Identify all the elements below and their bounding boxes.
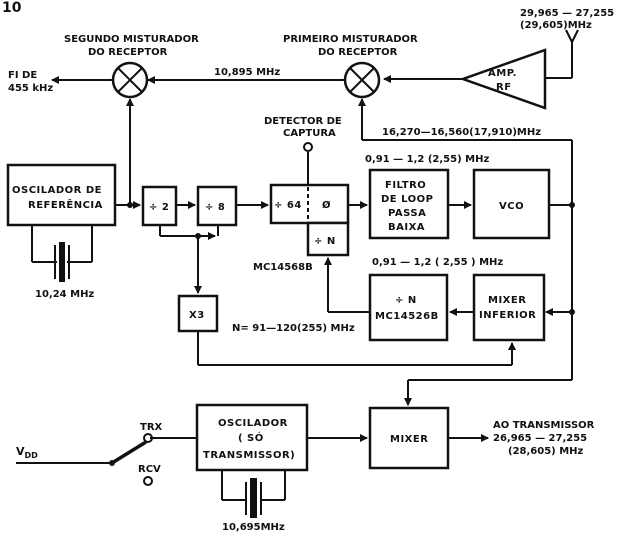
rf-amplifier: AMP. RF — [459, 48, 547, 110]
trx-label: TRX — [140, 422, 163, 433]
lo-frequency-range: 16,270—16,560(17,910)MHz — [382, 127, 541, 138]
first-mixer-title: PRIMEIRO MISTURADOR — [283, 34, 418, 45]
transmitter-output-frequency-alt: (28,605) MHz — [508, 446, 584, 457]
transmitter-output-label: AO TRANSMISSOR — [493, 420, 595, 431]
vco — [472, 168, 551, 240]
vdd-label: VDD — [16, 445, 38, 460]
if-output-label: FI DE — [8, 70, 37, 81]
second-mixer-subtitle: DO RECEPTOR — [88, 47, 168, 58]
crystal-1-icon — [31, 225, 93, 282]
capture-detector-label-2: CAPTURA — [283, 128, 336, 139]
transmitter-output-frequency: 26,965 — 27,255 — [493, 433, 587, 444]
loop-filter-label-1: FILTRO — [385, 180, 426, 191]
capture-detector-terminal — [303, 142, 313, 152]
chip-divider-n-label: ÷ N — [314, 236, 336, 247]
transmit-mixer-label: MIXER — [390, 434, 428, 445]
loop-filter-label-2: DE LOOP — [381, 194, 433, 205]
trx-terminal — [143, 433, 153, 443]
rf-amplifier-label: AMP. — [488, 68, 517, 79]
mode-switch-lever — [111, 440, 147, 465]
rf-amplifier-label-2: RF — [496, 82, 512, 93]
capture-detector-label: DETECTOR DE — [264, 116, 342, 127]
if-output-frequency: 455 kHz — [8, 83, 53, 94]
divider-n — [368, 273, 449, 342]
loop-filter-label-4: BAIXA — [388, 222, 425, 233]
vdd-subscript: DD — [25, 451, 39, 460]
transmit-oscillator-label-3: TRANSMISSOR) — [203, 450, 295, 461]
mc14568b-chip — [269, 183, 350, 257]
loop-filter-label-3: PASSA — [388, 208, 426, 219]
rcv-label: RCV — [138, 464, 161, 475]
page-number: 10 — [2, 0, 22, 16]
antenna-frequency-alt: (29,605)MHz — [520, 20, 592, 31]
divider-2-label: ÷ 2 — [149, 202, 169, 213]
divider-64-label: ÷ 64 — [274, 200, 302, 211]
if-frequency: 10,895 MHz — [214, 67, 280, 78]
transmit-oscillator-label-2: ( SÓ — [238, 431, 264, 444]
divider-2 — [141, 185, 178, 227]
lower-mixer-label: MIXER — [488, 295, 526, 306]
chip-1-part-number: MC14568B — [253, 262, 313, 273]
lower-mixer-label-2: INFERIOR — [479, 310, 536, 321]
antenna-icon — [565, 29, 579, 78]
n-range: N= 91—120(255) MHz — [232, 323, 355, 334]
second-mixer-title: SEGUNDO MISTURADOR — [64, 34, 199, 45]
lower-mixer — [472, 273, 546, 342]
antenna-frequency: 29,965 — 27,255 — [520, 8, 614, 19]
transmit-oscillator — [195, 403, 309, 472]
divider-8 — [196, 185, 238, 227]
multiplier-x3 — [177, 294, 219, 333]
divider-frequency: 0,91 — 1,2 ( 2,55 ) MHz — [372, 257, 503, 268]
phase-detector-label: Ø — [322, 199, 331, 211]
crystal-1-frequency: 10,24 MHz — [35, 289, 94, 300]
divider-n-label: ÷ N — [395, 295, 417, 306]
first-mixer-icon — [343, 61, 381, 99]
second-mixer-icon — [111, 61, 149, 99]
vco-label: VCO — [499, 201, 524, 212]
divider-n-chip: MC14526B — [375, 311, 439, 322]
reference-oscillator-label: OSCILADOR DE — [12, 185, 102, 196]
reference-oscillator-label-2: REFERÊNCIA — [28, 198, 103, 211]
rcv-terminal — [143, 476, 153, 486]
first-mixer-subtitle: DO RECEPTOR — [318, 47, 398, 58]
crystal-2-frequency: 10,695MHz — [222, 522, 285, 533]
loop-frequency: 0,91 — 1,2 (2,55) MHz — [365, 154, 489, 165]
divider-8-label: ÷ 8 — [205, 202, 225, 213]
loop-filter — [368, 168, 450, 240]
transmit-oscillator-label-1: OSCILADOR — [218, 418, 288, 429]
reference-oscillator — [6, 163, 117, 227]
multiplier-x3-label: X3 — [189, 310, 205, 321]
crystal-2-icon — [221, 470, 286, 518]
